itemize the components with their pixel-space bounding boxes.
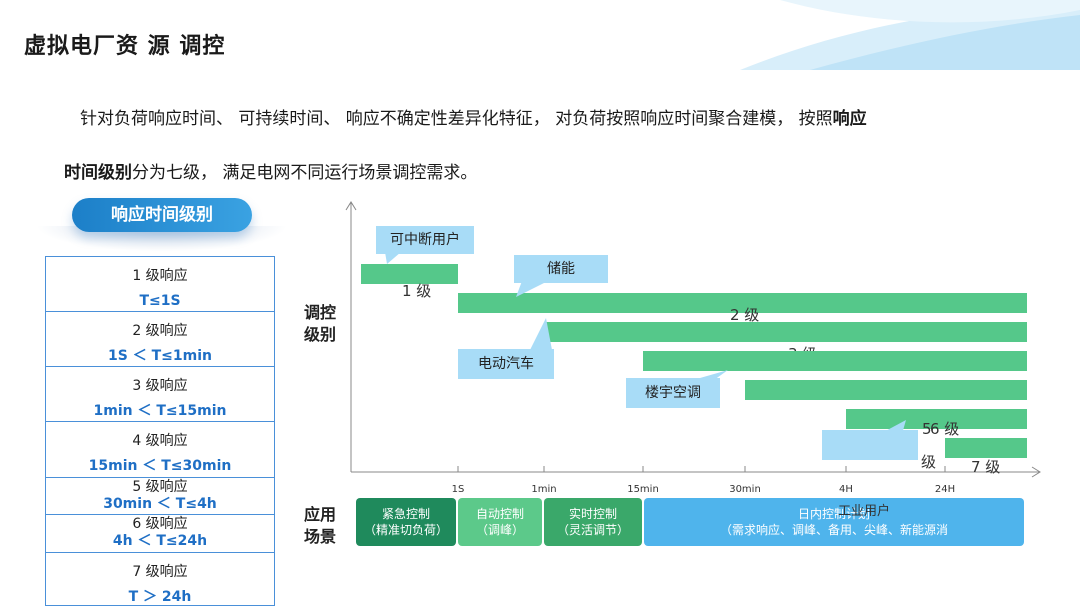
y-axis-label-line2: 级别 bbox=[303, 325, 336, 344]
y-axis-label: 调控 级别 bbox=[300, 302, 340, 346]
level-name: 5 级响应 bbox=[132, 479, 188, 495]
scene-axis-label: 应用 场景 bbox=[300, 504, 340, 548]
page-title: 虚拟电厂资 源 调控 bbox=[24, 34, 226, 59]
level-range: 4h ＜ T≤24h bbox=[112, 533, 208, 549]
scene-axis-label-line2: 场景 bbox=[303, 527, 336, 546]
level-name: 6 级响应 bbox=[132, 516, 188, 532]
scene-auto-title: 自动控制 bbox=[475, 507, 524, 521]
level-bar-label: 2 级 bbox=[730, 306, 760, 324]
scene-emergency-title: 紧急控制 bbox=[381, 507, 430, 521]
intro-bold-1: 响应 bbox=[832, 109, 867, 129]
callout-blank bbox=[822, 430, 918, 460]
callout-tail-2 bbox=[516, 281, 548, 297]
level-range: 30min ＜ T≤4h bbox=[103, 496, 217, 512]
level-bar bbox=[361, 264, 458, 284]
level-name: 1 级响应 bbox=[132, 268, 188, 284]
scene-auto-control: 自动控制 （调峰） bbox=[458, 498, 542, 546]
callout-tail-1 bbox=[385, 252, 401, 264]
level-bar bbox=[643, 351, 1027, 371]
scene-intraday-title: 日内控制 bbox=[797, 507, 846, 521]
x-tick-label: 24H bbox=[934, 484, 956, 495]
label-ji: 级 bbox=[921, 453, 937, 471]
scene-emergency-sub: （精准切负荷） bbox=[363, 523, 448, 537]
levels-header: 响应时间级别 bbox=[72, 198, 252, 232]
scene-axis-label-line1: 应用 bbox=[303, 505, 336, 524]
level-range: 1S ＜ T≤1min bbox=[108, 348, 212, 364]
levels-table: 1 级响应 T≤1S 2 级响应 1S ＜ T≤1min 3 级响应 1min ＜ T≤1… bbox=[45, 256, 275, 606]
x-tick-label: 30min bbox=[729, 484, 761, 495]
level-name: 2 级响应 bbox=[132, 323, 188, 339]
level-row: 1 级响应 T≤1S bbox=[46, 257, 274, 312]
label-level-7: 7 级 bbox=[971, 458, 1001, 476]
scene-intraday-title2: 计划 bbox=[846, 507, 871, 521]
level-bar bbox=[458, 293, 1027, 313]
scene-overlay-industrial-user: 工业用户 bbox=[838, 504, 891, 519]
intro-paragraph: 针对负荷响应时间、 可持续时间、 响应不确定性差异化特征， 对负荷按照响应时间聚… bbox=[64, 92, 1054, 200]
level-name: 4 级响应 bbox=[132, 433, 188, 449]
x-tick-label: 1S bbox=[451, 484, 465, 495]
label-level-6: 6 级 bbox=[930, 420, 960, 438]
intro-text-2: 分为七级， 满足电网不同运行场景调控需求。 bbox=[132, 163, 478, 183]
x-axis-arrow bbox=[1031, 466, 1041, 478]
scene-emergency-control: 紧急控制 （精准切负荷） bbox=[356, 498, 456, 546]
level-bar-label: 5 bbox=[922, 420, 932, 438]
level-bar bbox=[745, 380, 1027, 400]
level-range: T ＞ 24h bbox=[128, 589, 192, 605]
callout-energy-storage: 储能 bbox=[514, 255, 608, 283]
level-bar-label: 1 级 bbox=[402, 282, 432, 300]
callout-tail-4 bbox=[700, 370, 728, 390]
level-row: 7 级响应 T ＞ 24h bbox=[46, 553, 274, 605]
scene-auto-sub: （调峰） bbox=[475, 523, 524, 537]
x-tick-label: 4H bbox=[839, 484, 853, 495]
level-range: 1min ＜ T≤15min bbox=[93, 403, 227, 419]
intro-text-1: 针对负荷响应时间、 可持续时间、 响应不确定性差异化特征， 对负荷按照响应时间聚… bbox=[80, 109, 833, 129]
y-axis-arrow bbox=[345, 201, 357, 211]
scene-realtime-sub: （灵活调节） bbox=[556, 523, 629, 537]
scene-realtime-control: 实时控制 （灵活调节） bbox=[544, 498, 642, 546]
level-row: 3 级响应 1min ＜ T≤15min bbox=[46, 367, 274, 422]
level-row: 4 级响应 15min ＜ T≤30min bbox=[46, 422, 274, 478]
level-bar bbox=[544, 322, 1027, 342]
scene-realtime-title: 实时控制 bbox=[568, 507, 617, 521]
level-row: 2 级响应 1S ＜ T≤1min bbox=[46, 312, 274, 367]
callout-tail-3 bbox=[530, 318, 552, 350]
level-name: 7 级响应 bbox=[132, 564, 188, 580]
x-tick-label: 1min bbox=[531, 484, 557, 495]
y-axis-label-line1: 调控 bbox=[303, 303, 336, 322]
level-bar bbox=[945, 438, 1027, 458]
callout-interruptible-user: 可中断用户 bbox=[376, 226, 474, 254]
level-range: T≤1S bbox=[139, 293, 181, 309]
x-tick-label: 15min bbox=[627, 484, 659, 495]
level-bar bbox=[846, 409, 1027, 429]
decorative-wave bbox=[740, 0, 1080, 70]
scene-intraday-sub: （需求响应、调峰、备用、尖峰、新能源消 bbox=[719, 523, 948, 537]
callout-electric-vehicle: 电动汽车 bbox=[458, 349, 554, 379]
level-range: 15min ＜ T≤30min bbox=[88, 458, 232, 474]
scene-intraday-control: 日内控制计划 （需求响应、调峰、备用、尖峰、新能源消 工业用户 bbox=[644, 498, 1024, 546]
callout-tail-5 bbox=[880, 420, 906, 434]
intro-bold-2: 时间级别 bbox=[64, 163, 132, 183]
level-name: 3 级响应 bbox=[132, 378, 188, 394]
